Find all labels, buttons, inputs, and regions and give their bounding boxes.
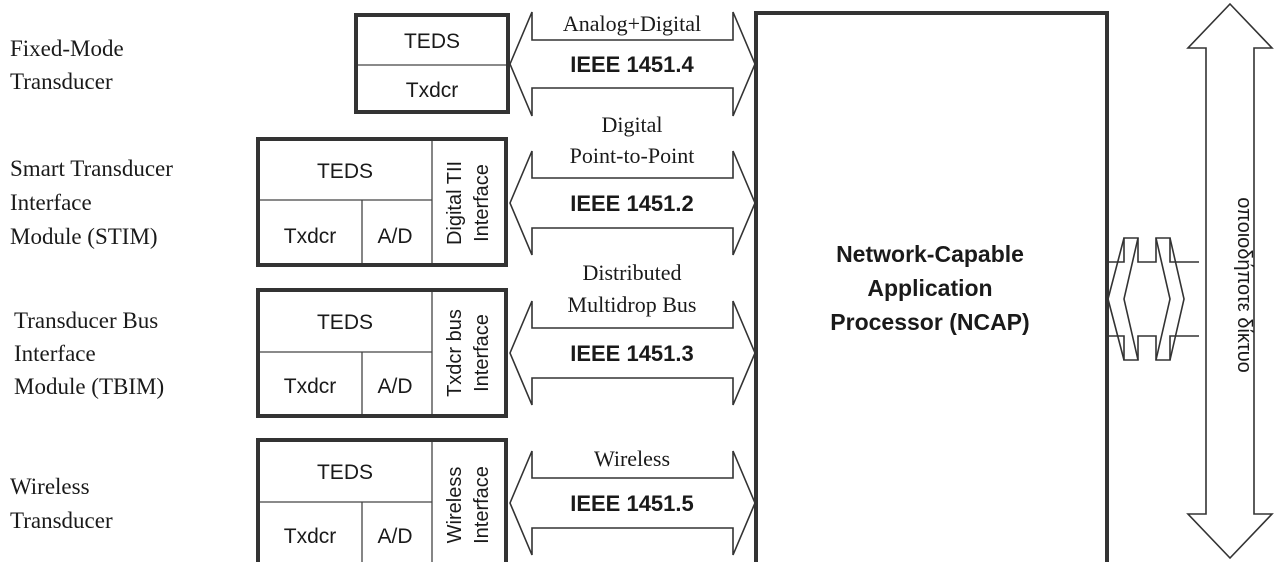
ncap-line2: Application bbox=[867, 275, 992, 301]
ncap-network-connector-bottom bbox=[1108, 335, 1199, 361]
link-1451-2-desc-line2: Point-to-Point bbox=[570, 143, 695, 168]
link-1451-4-protocol: IEEE 1451.4 bbox=[570, 52, 694, 77]
label-stim: Smart Transducer Interface Module (STIM) bbox=[10, 156, 173, 249]
label-fixed-mode-line2: Transducer bbox=[10, 69, 113, 94]
label-stim-line3: Module (STIM) bbox=[10, 224, 158, 249]
stim-ad: A/D bbox=[377, 225, 412, 248]
ncap-box-border bbox=[754, 11, 1109, 562]
tbim-txdcr: Txdcr bbox=[284, 375, 337, 398]
stim-teds: TEDS bbox=[317, 160, 373, 183]
link-1451-5-protocol: IEEE 1451.5 bbox=[570, 491, 694, 516]
label-stim-line2: Interface bbox=[10, 190, 92, 215]
label-wireless: Wireless Transducer bbox=[10, 474, 113, 533]
tbim-box-border bbox=[256, 288, 508, 418]
fixed-mode-teds: TEDS bbox=[404, 30, 460, 53]
wireless-interface-line1: Wireless bbox=[444, 467, 466, 544]
label-tbim: Transducer Bus Interface Module (TBIM) bbox=[14, 308, 164, 399]
fixed-mode-txdcr: Txdcr bbox=[406, 79, 459, 102]
link-1451-3-desc-line1: Distributed bbox=[583, 260, 682, 285]
ncap-network-connector-top bbox=[1108, 237, 1199, 263]
link-1451-5-desc: Wireless bbox=[594, 446, 670, 471]
network-arrow bbox=[1186, 2, 1274, 560]
label-wireless-line2: Transducer bbox=[10, 508, 113, 533]
connector-arrowhead-right bbox=[1169, 237, 1185, 361]
ncap-line3: Processor (NCAP) bbox=[830, 309, 1029, 335]
label-fixed-mode: Fixed-Mode Transducer bbox=[10, 36, 124, 94]
tbim-box: TEDS Txdcr A/D Txdcr bus Interface bbox=[256, 288, 508, 418]
wireless-box: TEDS Txdcr A/D Wireless Interface bbox=[256, 438, 508, 562]
stim-box-border bbox=[256, 137, 508, 267]
label-tbim-line2: Interface bbox=[14, 341, 96, 366]
stim-interface-line2: Interface bbox=[471, 164, 493, 242]
ncap-line1: Network-Capable bbox=[836, 241, 1024, 267]
stim-txdcr: Txdcr bbox=[284, 225, 337, 248]
ncap-box: Network-Capable Application Processor (N… bbox=[754, 11, 1109, 562]
connector-arrowhead-inner-right bbox=[1155, 237, 1171, 361]
tbim-ad: A/D bbox=[377, 375, 412, 398]
label-wireless-line1: Wireless bbox=[10, 474, 90, 499]
label-fixed-mode-line1: Fixed-Mode bbox=[10, 36, 124, 61]
wireless-box-border bbox=[256, 438, 508, 562]
wireless-teds: TEDS bbox=[317, 461, 373, 484]
link-1451-3-desc-line2: Multidrop Bus bbox=[568, 292, 697, 317]
fixed-mode-box-border bbox=[354, 13, 510, 114]
tbim-interface-line2: Interface bbox=[471, 314, 493, 392]
stim-interface-line1: Digital TII bbox=[444, 161, 466, 245]
connector-arrowhead-inner-left bbox=[1123, 237, 1139, 361]
wireless-ad: A/D bbox=[377, 525, 412, 548]
link-1451-4-desc: Analog+Digital bbox=[563, 11, 701, 36]
link-1451-2-desc-line1: Digital bbox=[601, 112, 662, 137]
tbim-teds: TEDS bbox=[317, 311, 373, 334]
fixed-mode-box: TEDS Txdcr bbox=[354, 13, 510, 114]
label-stim-line1: Smart Transducer bbox=[10, 156, 173, 181]
link-1451-3-protocol: IEEE 1451.3 bbox=[570, 341, 694, 366]
label-tbim-line1: Transducer Bus bbox=[14, 308, 158, 333]
link-1451-2-protocol: IEEE 1451.2 bbox=[570, 191, 694, 216]
stim-box: TEDS Txdcr A/D Digital TII Interface bbox=[256, 137, 508, 267]
connector-arrowhead-left bbox=[1107, 237, 1125, 361]
tbim-interface-line1: Txdcr bus bbox=[444, 309, 466, 397]
network-label: οποιοδήποτε δίκτυο bbox=[1233, 197, 1255, 373]
label-tbim-line3: Module (TBIM) bbox=[14, 374, 164, 399]
wireless-txdcr: Txdcr bbox=[284, 525, 337, 548]
wireless-interface-line2: Interface bbox=[471, 466, 493, 544]
